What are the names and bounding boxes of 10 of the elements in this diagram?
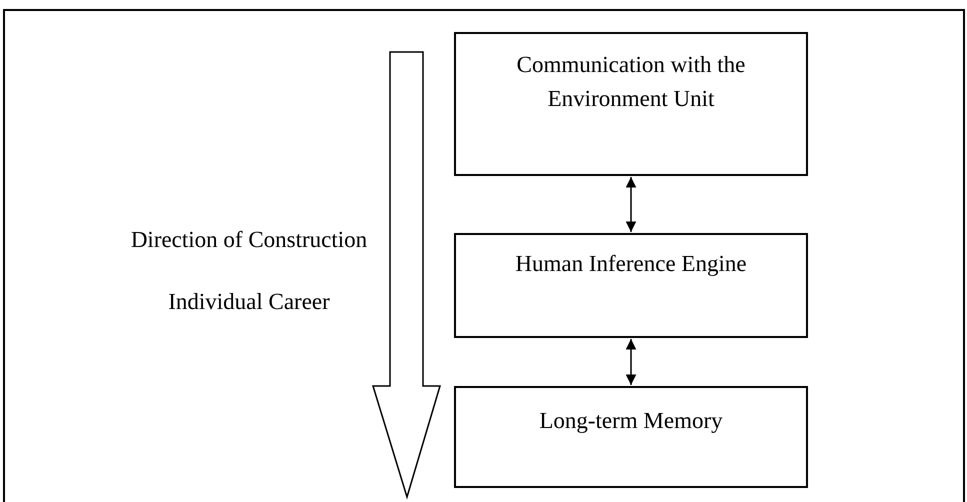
box-label: Communication with the Environment Unit [516, 51, 746, 113]
arrow [626, 177, 636, 232]
arrow [626, 339, 636, 385]
box-label: Long-term Memory [538, 407, 724, 435]
process-box [454, 233, 808, 338]
box-label: Human Inference Engine [514, 250, 748, 278]
process-box [454, 32, 808, 176]
process-box [454, 386, 808, 488]
side-label: Direction of Construction [130, 226, 368, 254]
side-label: Individual Career [167, 288, 331, 316]
